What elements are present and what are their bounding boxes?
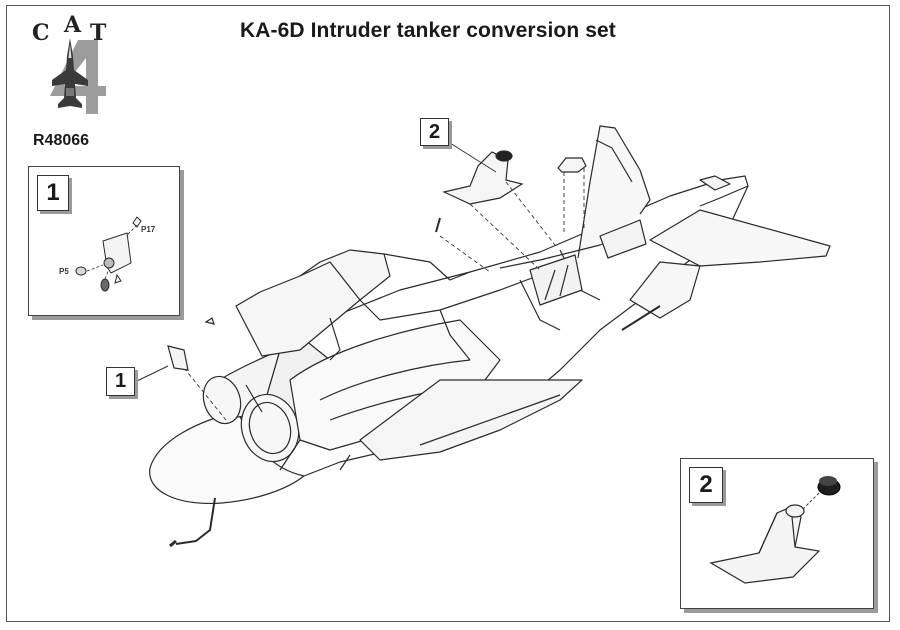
logo-letter-c: C xyxy=(32,20,50,46)
clip-part-small xyxy=(557,157,587,173)
part-label-p5: P5 xyxy=(59,267,69,276)
step1-detail-drawing xyxy=(75,216,142,292)
refuel-probe xyxy=(175,497,216,545)
step1-part-on-aircraft xyxy=(167,317,215,371)
intake-right xyxy=(202,375,242,425)
product-code: R48066 xyxy=(33,132,90,149)
step2-panel-number: 2 xyxy=(689,467,723,503)
fairing-part-step2 xyxy=(442,150,524,205)
step1-panel-number: 1 xyxy=(37,175,69,211)
nose-radome xyxy=(149,411,305,505)
step1-marker: 1 xyxy=(106,367,135,396)
logo-emblem-icon xyxy=(50,38,106,114)
step2-detail-drawing xyxy=(709,476,841,584)
step2-marker: 2 xyxy=(420,118,449,146)
detail-panel-step1: 1 P17 P5 xyxy=(28,166,180,316)
logo-letter-a: A xyxy=(64,12,82,38)
logo-letter-t: T xyxy=(90,20,107,46)
horizontal-stabilizer xyxy=(649,209,831,267)
right-wing xyxy=(359,379,583,461)
cat4-logo: C A T xyxy=(30,12,110,133)
vertical-tail xyxy=(577,125,651,259)
small-rod-part xyxy=(435,217,441,233)
part-label-p17: P17 xyxy=(141,225,156,234)
page-title: KA-6D Intruder tanker conversion set xyxy=(240,19,616,42)
detail-panel-step2: 2 xyxy=(680,458,874,609)
tail-hook xyxy=(621,305,661,331)
